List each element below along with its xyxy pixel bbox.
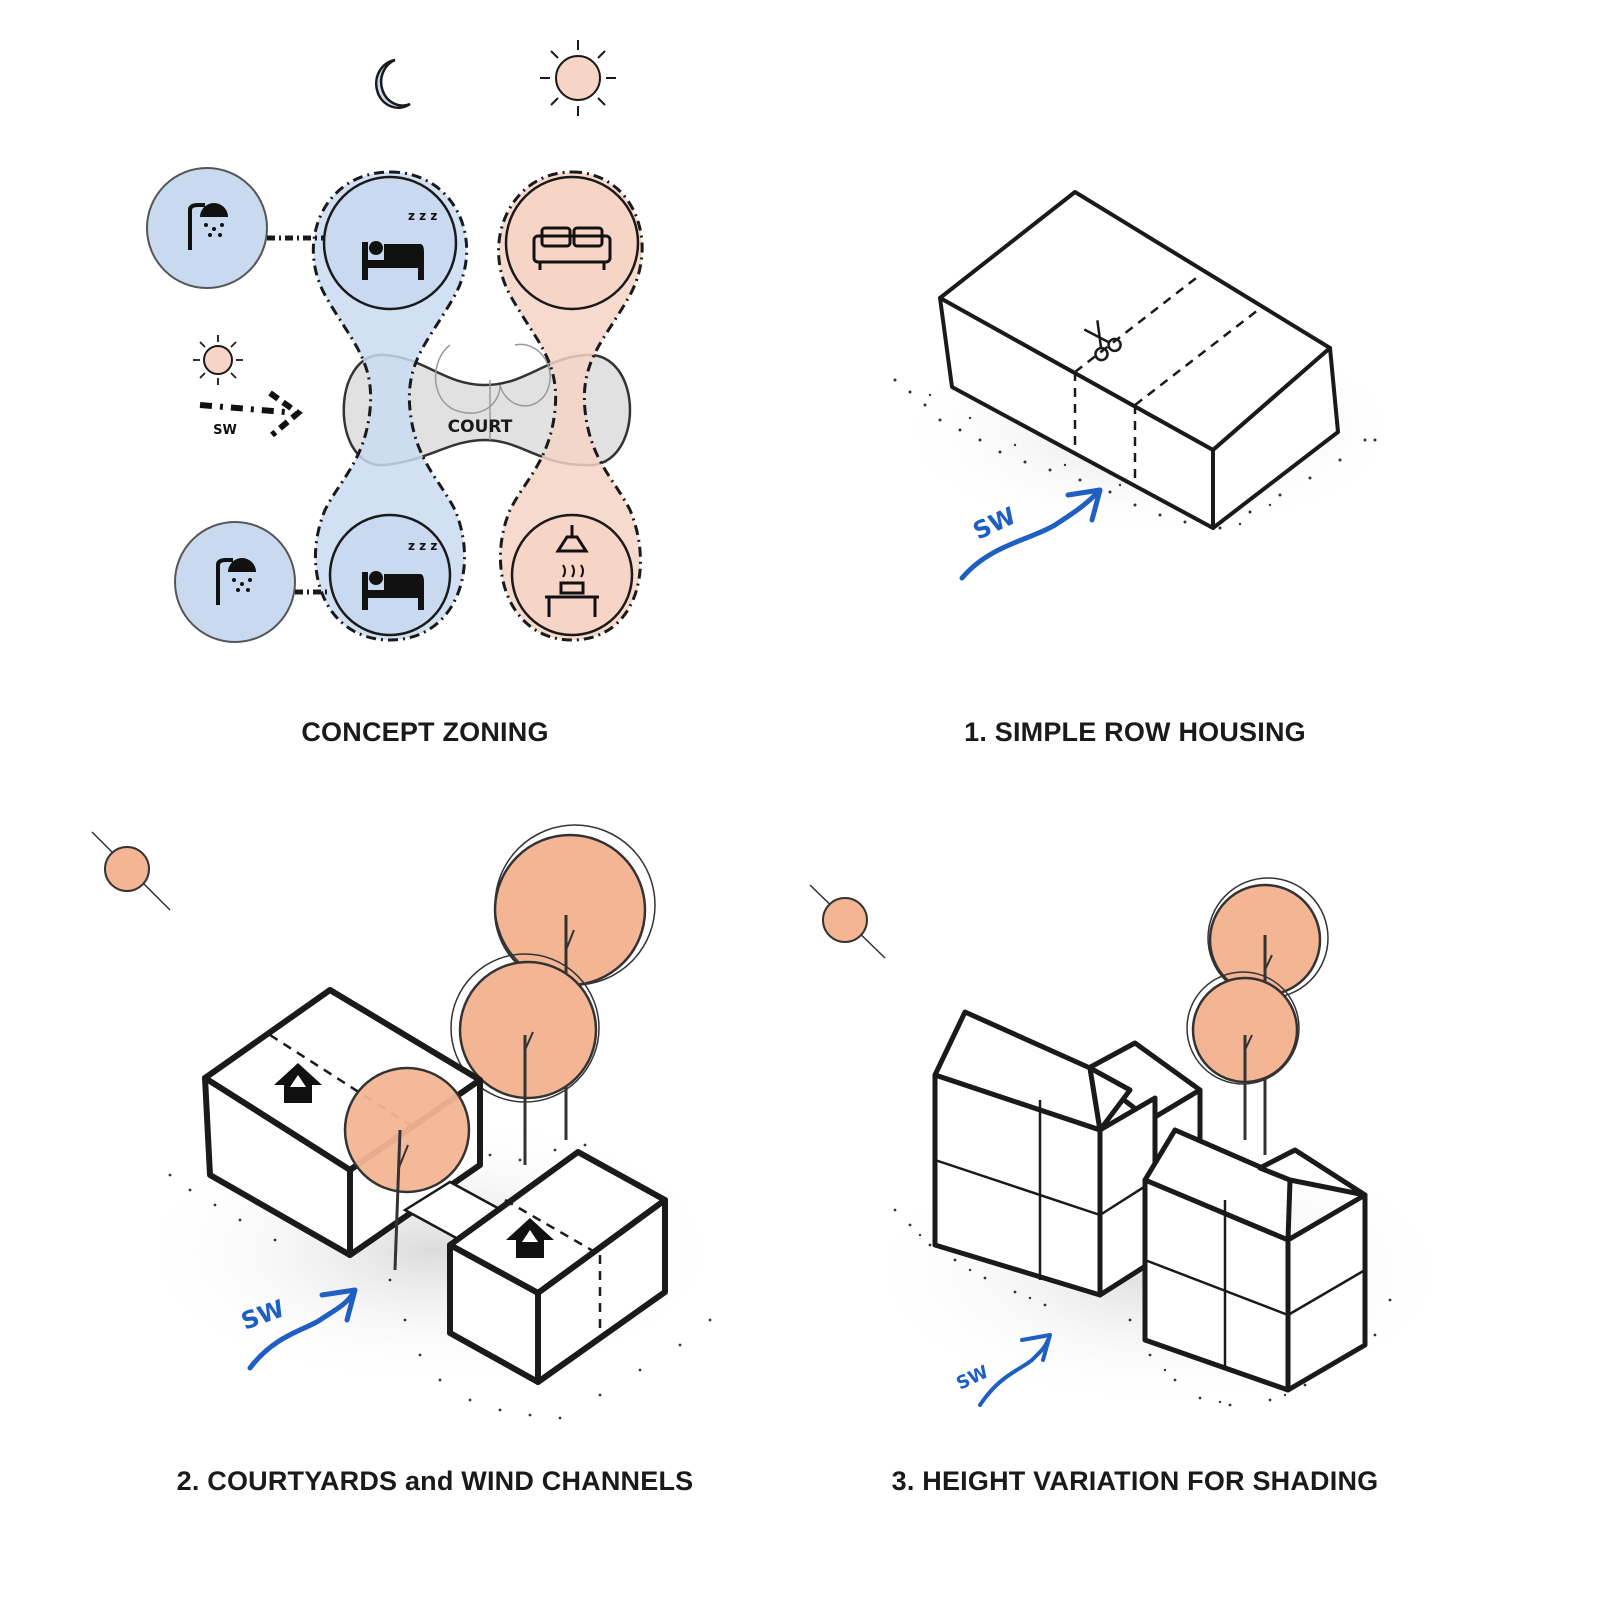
shower-icon [216, 558, 256, 605]
wind-label: SW [213, 423, 237, 438]
shower-room-bottom [174, 521, 296, 643]
day-zone [497, 170, 644, 642]
ground-stipple [893, 378, 1377, 530]
wind-arrow-icon [978, 1333, 1052, 1407]
house-arrow-icon [506, 1218, 554, 1258]
svg-text:z z z: z z z [408, 209, 437, 223]
height-variation-diagram: SW [809, 877, 1460, 1410]
sun-icon [809, 884, 886, 959]
tree-icon [343, 1066, 471, 1271]
concept-zoning-diagram: COURT z z z z z z [146, 40, 644, 643]
caption-courtyards: 2. COURTYARDS and WIND CHANNELS [176, 1466, 694, 1496]
row-housing-diagram: SW [890, 190, 1410, 581]
cut-line [1073, 274, 1259, 485]
wind-arrow-icon [247, 1287, 358, 1371]
bed-icon: z z z [362, 539, 437, 610]
wind-arrow-icon [959, 487, 1103, 581]
sofa-icon [532, 226, 612, 270]
sun-icon [540, 40, 616, 116]
shower-room-top [146, 167, 268, 289]
moon-icon [375, 58, 411, 109]
wind-arrow-icon [199, 390, 303, 438]
house-arrow-icon [274, 1063, 322, 1103]
tree-icon [450, 953, 600, 1165]
sun-icon [91, 831, 171, 911]
caption-concept-zoning: CONCEPT ZONING [301, 717, 549, 747]
scissors-icon [1083, 320, 1122, 362]
bed-icon: z z z [362, 209, 437, 280]
svg-text:z z z: z z z [408, 539, 437, 553]
caption-row-housing: 1. SIMPLE ROW HOUSING [964, 717, 1306, 747]
row-house-block [938, 190, 1340, 530]
house-block-2 [447, 1149, 668, 1385]
house-block-tall [932, 1009, 1158, 1298]
kitchen-icon [545, 525, 599, 617]
ground-stipple [893, 1208, 1392, 1407]
tree-icon [1186, 971, 1300, 1140]
sun-icon [193, 335, 243, 385]
court-label: COURT [448, 417, 513, 437]
shower-icon [188, 203, 228, 250]
courtyards-diagram: SW [91, 824, 730, 1420]
ground-stipple [168, 1143, 712, 1420]
caption-height-variation: 3. HEIGHT VARIATION FOR SHADING [891, 1466, 1379, 1496]
